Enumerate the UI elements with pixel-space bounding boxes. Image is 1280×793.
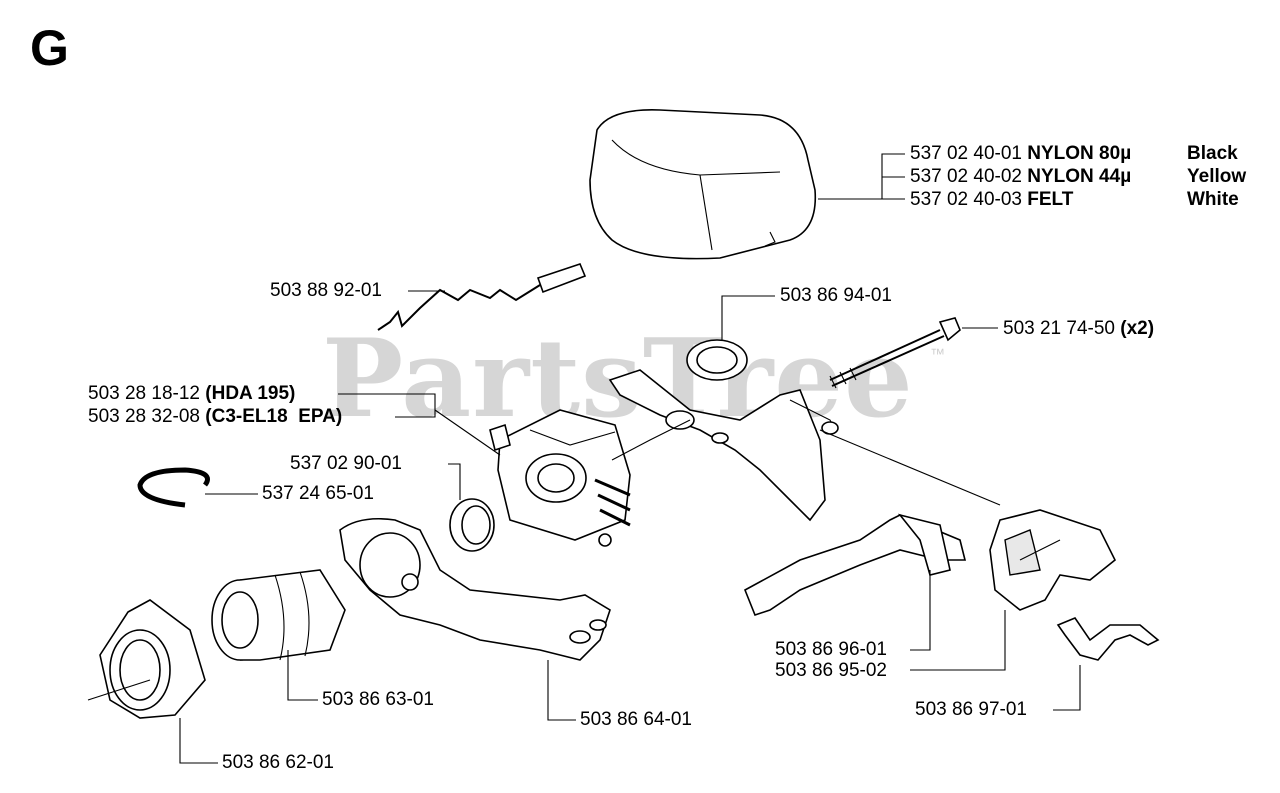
part-material: NYLON 44µ xyxy=(1027,166,1132,187)
watermark-trademark: ™ xyxy=(930,346,945,363)
gasket-label: 537 02 90-01 xyxy=(290,453,402,474)
section-letter: G xyxy=(30,20,69,76)
air-filter-label-1: 537 02 40-01 NYLON 80µ xyxy=(910,143,1131,165)
part-number: 537 02 40-01 xyxy=(910,143,1022,164)
air-filter-color-2: Yellow xyxy=(1187,166,1247,187)
choke-rod-label: 503 88 92-01 xyxy=(270,280,382,301)
intake-flange-illustration xyxy=(87,599,206,719)
lever-illustrations xyxy=(743,513,967,616)
bolt-illustration xyxy=(829,317,961,389)
right-housing-illustration xyxy=(989,509,1117,611)
spring-label: 503 86 97-01 xyxy=(915,699,1027,720)
intake-boot-label: 503 86 63-01 xyxy=(322,689,434,710)
circlip-illustration xyxy=(137,467,210,508)
carb-holder-illustration xyxy=(608,339,839,522)
intake-plate-label: 503 86 64-01 xyxy=(580,709,692,730)
choke-rod-illustration xyxy=(377,263,587,331)
air-filter-label-3: 537 02 40-03 FELT xyxy=(910,189,1073,211)
lever-2-label: 503 86 95-02 xyxy=(775,660,887,681)
carburetor-illustration xyxy=(489,409,691,547)
leader-lines xyxy=(179,153,1081,764)
carburetor-label-2: 503 28 32-08 (C3-EL18 EPA) xyxy=(88,406,342,428)
part-number: 537 02 40-02 xyxy=(910,166,1022,187)
intake-flange-label: 503 86 62-01 xyxy=(222,752,334,773)
part-number: 537 02 40-03 xyxy=(910,189,1022,210)
part-number: 503 21 74-50 xyxy=(1003,318,1115,339)
part-material: NYLON 80µ xyxy=(1027,143,1132,164)
intake-plate-illustration xyxy=(339,517,611,661)
air-filter-illustration xyxy=(589,109,817,260)
bolt-label: 503 21 74-50 (x2) xyxy=(1003,318,1154,340)
air-filter-label-2: 537 02 40-02 NYLON 44µ xyxy=(910,166,1131,188)
intake-boot-illustration xyxy=(211,569,346,661)
part-number: 503 28 18-12 xyxy=(88,383,200,404)
carb-holder-label: 503 86 94-01 xyxy=(780,285,892,306)
part-model: (HDA 195) xyxy=(205,383,296,404)
part-quantity: (x2) xyxy=(1120,318,1155,339)
air-filter-color-3: White xyxy=(1187,189,1239,210)
lever-1-label: 503 86 96-01 xyxy=(775,639,887,660)
circlip-label: 537 24 65-01 xyxy=(262,483,374,504)
air-filter-color-1: Black xyxy=(1187,143,1238,164)
carburetor-label-1: 503 28 18-12 (HDA 195) xyxy=(88,383,295,405)
part-number: 503 28 32-08 xyxy=(88,406,200,427)
gasket-illustration xyxy=(449,498,495,552)
part-model: (C3-EL18 EPA) xyxy=(205,406,343,427)
part-material: FELT xyxy=(1027,189,1074,210)
spring-illustration xyxy=(1056,617,1160,661)
